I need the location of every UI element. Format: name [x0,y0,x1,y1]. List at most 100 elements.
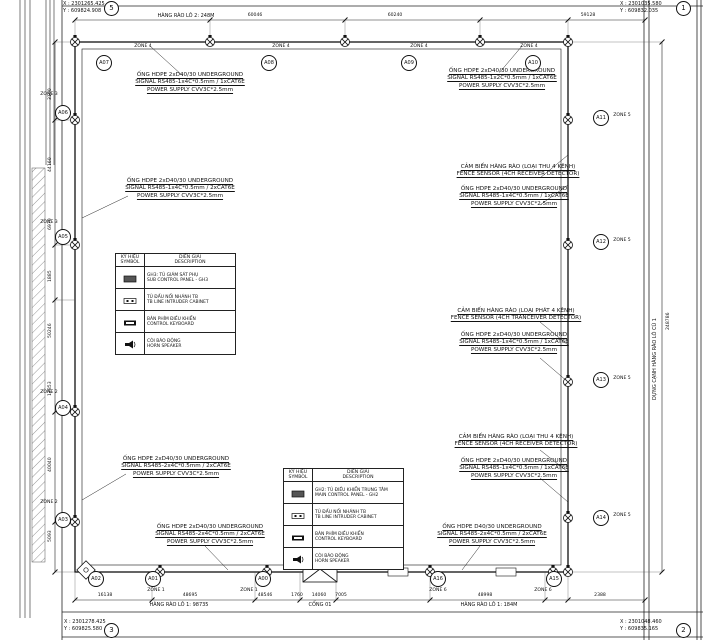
point-bubble-a13: A13 [593,372,609,388]
legend-header-symbol: KÝ HIỆU SYMBOL [115,252,145,268]
dim-number: 14060 [311,593,327,598]
point-bubble-a10: A10 [525,55,541,71]
coord-bottom-right: X : 2301048.460 Y : 609835.165 [620,619,662,632]
sub-control-panel-icon [123,268,137,287]
legend-desc: CÒI BÁO ĐỘNG HORN SPEAKER [312,547,404,571]
legend-row: TỦ ĐẤU NỐI NHÁNH TB TB LINE INTRUDER CAB… [283,503,404,527]
label-existing-fence-right: DỰNG CẠNH HÀNG RÀO LÔ CŨ 1 [652,318,658,400]
zone-label: ZONE 4 [134,44,152,49]
coord-top-left: X : 2301265.425 Y : 609824.908 [63,1,105,14]
control-keyboard-icon [291,527,305,546]
dim-number: 2388 [594,593,606,598]
legend-header-description: DIỄN GIẢI DESCRIPTION [144,252,236,268]
grid-bubble-5: 5 [104,1,119,16]
leader-lines [81,45,569,571]
dim-number: 40040 [48,457,53,472]
legend-desc: TỦ ĐẤU NỐI NHÁNH TB TB LINE INTRUDER CAB… [312,503,404,527]
legend-row: GH3: TỦ GIÁM SÁT PHỤ SUB CONTROL PANEL -… [115,266,236,290]
coord-top-right: X : 2301035.580 Y : 609832.035 [620,1,662,14]
dim-number: 3100 [48,88,53,100]
legend-header-symbol: KÝ HIỆU SYMBOL [283,467,313,483]
dim-number: 6970 [48,218,53,230]
legend-table-main: KÝ HIỆU SYMBOL DIỄN GIẢI DESCRIPTION GH2… [283,467,404,571]
zone-label: ZONE 5 [613,113,631,118]
legend-header-description: DIỄN GIẢI DESCRIPTION [312,467,404,483]
zone-label: ZONE 5 [613,513,631,518]
legend-desc: CÒI BÁO ĐỘNG HORN SPEAKER [144,332,236,356]
callout-cable-left-lower: ỐNG HDPE 2xD40/30 UNDERGROUND SIGNAL RS4… [121,456,231,477]
existing-wall-hatch [19,0,55,618]
point-bubble-a06: A06 [55,105,71,121]
gate-label: CỔNG 01 [308,602,332,608]
grid-bubble-1: 1 [676,1,691,16]
grid-bubble-2: 2 [676,623,691,638]
callout-cable-top-left: ỐNG HDPE 2xD40/30 UNDERGROUND SIGNAL RS4… [135,72,245,93]
zone-label: ZONE 2 [40,390,58,395]
dim-number: 48546 [257,593,273,598]
dim-number: 50246 [48,323,53,338]
point-bubble-a14: A14 [593,510,609,526]
point-bubble-a04: A04 [55,400,71,416]
callout-cable-bottom-left: ỐNG HDPE 2xD40/30 UNDERGROUND SIGNAL RS4… [155,524,265,545]
callout-sensor-tranceiver: CẢM BIẾN HÀNG RÀO (LOẠI PHÁT 4 KÊNH) FEN… [450,308,582,322]
legend-desc: GH2: TỦ ĐIỀU KHIỂN TRUNG TÂM MAIN CONTRO… [312,481,404,505]
control-keyboard-icon [123,312,137,331]
point-bubble-a00: A00 [255,571,271,587]
callout-cable-bottom-right: ỐNG HDPE D40/30 UNDERGROUND SIGNAL RS485… [437,524,547,545]
point-bubble-a08: A08 [261,55,277,71]
tb-cabinet-icon [123,290,137,309]
legend-row: CÒI BÁO ĐỘNG HORN SPEAKER [115,332,236,356]
legend-table-sub: KÝ HIỆU SYMBOL DIỄN GIẢI DESCRIPTION GH3… [115,252,236,356]
dim-number: 16138 [97,593,113,598]
legend-row: TỦ ĐẤU NỐI NHÁNH TB TB LINE INTRUDER CAB… [115,288,236,312]
dim-number: 48998 [477,593,493,598]
dim-number: 1760 [291,593,303,598]
zone-label: ZONE 5 [613,376,631,381]
legend-row: BÀN PHÍM ĐIỀU KHIỂN CONTROL KEYBOARD [115,310,236,334]
dim-label-bottom-right: HÀNG RÀO LÔ 1: 184M [460,602,518,608]
point-bubble-a07: A07 [96,55,112,71]
callout-sensor-receiver-upper: CẢM BIẾN HÀNG RÀO (LOẠI THU 4 KÊNH) FENC… [456,164,580,178]
tb-cabinet-icon [291,505,305,524]
dim-number: 1885 [48,270,53,282]
callout-cable-right-upper: ỐNG HDPE 2xD40/30 UNDERGROUND SIGNAL RS4… [459,186,569,207]
zone-label: ZONE 4 [272,44,290,49]
point-bubble-a02: A02 [88,571,104,587]
dim-number: 5093 [48,530,53,542]
point-bubble-a03: A03 [55,512,71,528]
zone-label: ZONE 1 [240,588,258,593]
zone-label: ZONE 1 [147,588,165,593]
main-control-panel-icon [291,483,305,502]
dim-number: 7005 [335,593,347,598]
zone-label: ZONE 6 [534,588,552,593]
dim-number: 48695 [182,593,198,598]
legend-desc: GH3: TỦ GIÁM SÁT PHỤ SUB CONTROL PANEL -… [144,266,236,290]
dim-number: 60240 [387,13,403,18]
dimension-lines [54,19,663,601]
zone-label: ZONE 5 [613,238,631,243]
point-bubble-a05: A05 [55,229,71,245]
callout-cable-right-lower: ỐNG HDPE 2xD40/30 UNDERGROUND SIGNAL RS4… [459,458,569,479]
dim-label-top: HÀNG RÀO LÔ 2: 248M [157,13,215,19]
dim-number: 59128 [580,13,596,18]
zone-label: ZONE 3 [40,92,58,97]
zone-label: ZONE 4 [410,44,428,49]
legend-desc: BÀN PHÍM ĐIỀU KHIỂN CONTROL KEYBOARD [312,525,404,549]
dim-label-bottom-left: HÀNG RÀO LÔ 1: 98735 [149,602,209,608]
point-bubble-a01: A01 [145,571,161,587]
grid-bubble-3: 3 [104,623,119,638]
point-bubble-a09: A09 [401,55,417,71]
horn-speaker-icon [291,549,305,568]
legend-desc: TỦ ĐẤU NỐI NHÁNH TB TB LINE INTRUDER CAB… [144,288,236,312]
dim-number: 60046 [247,13,263,18]
dim-number: 44160 [48,157,53,172]
callout-cable-top-right: ỐNG HDPE 2xD40/30 UNDERGROUND SIGNAL RS4… [447,68,557,89]
zone-label: ZONE 2 [40,500,58,505]
zone-label: ZONE 6 [429,588,447,593]
point-bubble-a11: A11 [593,110,609,126]
legend-row: BÀN PHÍM ĐIỀU KHIỂN CONTROL KEYBOARD [283,525,404,549]
dim-number-right-span: 248786 [666,312,671,330]
callout-cable-left-middle: ỐNG HDPE 2xD40/30 UNDERGROUND SIGNAL RS4… [125,178,235,199]
